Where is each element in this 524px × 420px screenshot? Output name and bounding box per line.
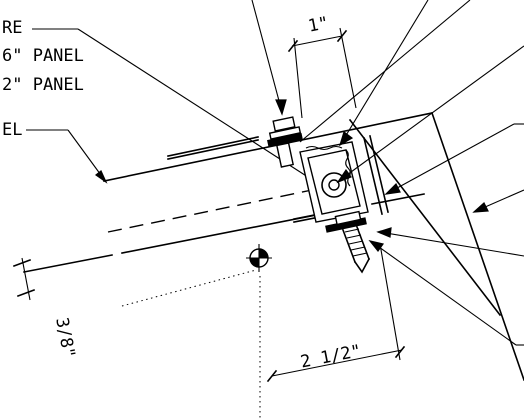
leader-right-1	[387, 123, 515, 194]
leader-top-3	[299, 0, 471, 143]
upper-panel-rib-inner	[167, 139, 259, 160]
arrowhead	[338, 131, 354, 147]
dimension-left-label: 3/8"	[51, 316, 78, 360]
leader-top-4	[339, 45, 524, 181]
upper-panel-rib	[167, 136, 259, 157]
support-line	[348, 118, 502, 317]
leader-right-3	[379, 231, 524, 257]
arrowhead	[376, 227, 392, 238]
dimension-bottom-label: 2 1/2"	[299, 341, 363, 372]
upper-panel-top-line	[103, 112, 433, 182]
upper-panel-hidden-line	[107, 189, 313, 233]
sealant-bead-top	[305, 145, 343, 151]
dimension-top-label: 1"	[306, 13, 330, 37]
leader-right-4	[371, 241, 517, 346]
leader-top-1	[251, 0, 283, 113]
arrowhead	[94, 170, 108, 184]
callout-label-4: EL	[2, 120, 22, 140]
lower-panel-line-c	[371, 193, 425, 205]
upper-panel-right-edge	[430, 111, 524, 382]
lower-panel-line-a	[23, 254, 113, 273]
upper-screw	[267, 116, 303, 168]
callout-label-2: 6" PANEL	[2, 46, 84, 66]
arrowhead	[336, 168, 352, 184]
center-dotted-line	[121, 269, 257, 307]
dimension-top: 1"	[287, 13, 357, 119]
dimension-bottom: 2 1/2"	[266, 243, 406, 383]
callout-label-1: RE	[2, 18, 22, 38]
arrowhead	[275, 99, 287, 116]
screw-threads	[344, 228, 368, 257]
lower-screw	[325, 210, 371, 274]
sealant-bead-side	[345, 149, 351, 187]
centerline-symbol	[246, 244, 272, 272]
arrowhead	[384, 182, 401, 195]
dimension-left: 3/8"	[12, 257, 79, 360]
callout-label-3: 2" PANEL	[2, 75, 84, 95]
arrowhead	[472, 202, 489, 213]
